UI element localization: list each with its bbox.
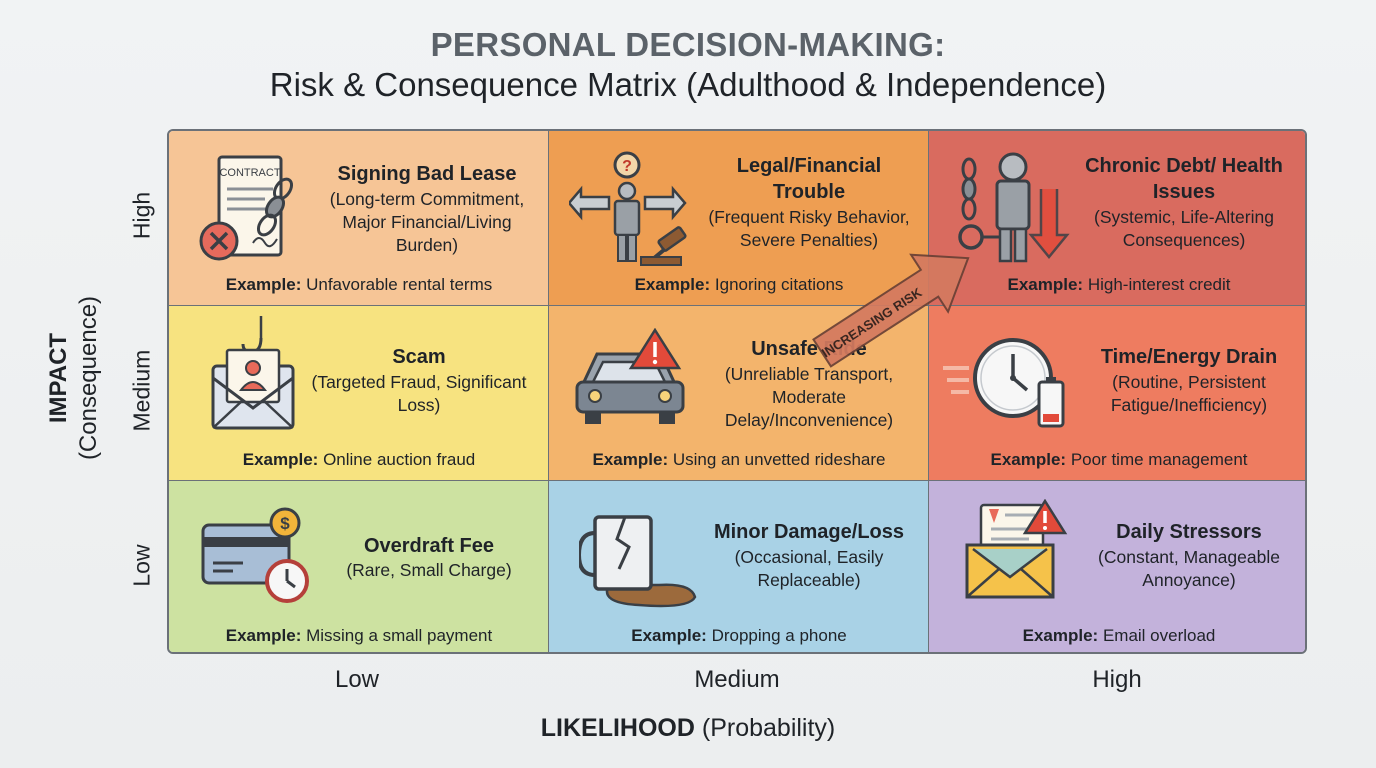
cell-heading: Legal/Financial Trouble [736, 155, 882, 203]
cell-heading: Signing Bad Lease [337, 163, 517, 185]
cell-example: Example: High-interest credit [929, 275, 1305, 295]
example-text: High-interest credit [1087, 275, 1231, 294]
cell-high-impact-high-likelihood: Chronic Debt/ Health Issues (Systemic, L… [929, 131, 1305, 306]
cell-medium-impact-low-likelihood: Scam (Targeted Fraud, Significant Loss) … [169, 306, 549, 481]
example-text: Using an unvetted rideshare [672, 450, 886, 469]
example-text: Unfavorable rental terms [306, 275, 493, 294]
example-text: Poor time management [1070, 450, 1248, 469]
clock-battery-icon [943, 338, 1065, 428]
row-label-low: Low [128, 544, 155, 587]
cell-description: (Unreliable Transport, Moderate Delay/In… [724, 364, 894, 430]
risk-matrix: CONTRACT Signing Bad Lease (Long-term Co… [167, 129, 1307, 654]
cell-description: (Constant, Manageable Annoyance) [1098, 547, 1280, 590]
cell-heading: Time/Energy Drain [1100, 346, 1278, 368]
x-axis-label-bold: LIKELIHOOD [540, 714, 695, 742]
cell-heading: Unsafe Ride [751, 338, 867, 360]
page-subtitle: Risk & Consequence Matrix (Adulthood & I… [269, 66, 1107, 103]
row-label-medium: Medium [128, 349, 155, 432]
x-axis-label-paren: (Probability) [701, 714, 836, 742]
y-axis-label: IMPACT (Consequence) [44, 296, 104, 460]
col-label-high: High [1092, 666, 1142, 693]
cell-example: Example: Dropping a phone [549, 626, 929, 646]
cell-high-impact-medium-likelihood: ? Legal/Financial Trouble (Frequent Risk… [549, 131, 929, 306]
example-text: Online auction fraud [323, 450, 476, 469]
example-text: Ignoring citations [714, 275, 844, 294]
cell-example: Example: Missing a small payment [169, 626, 549, 646]
cell-example: Example: Using an unvetted rideshare [549, 450, 929, 470]
cell-low-impact-medium-likelihood: Minor Damage/Loss (Occasional, Easily Re… [549, 481, 929, 652]
chained-person-icon [958, 152, 1070, 263]
cell-low-impact-low-likelihood: $ Overdraft Fee (Rare, Small Charge) Exa… [169, 481, 549, 652]
example-prefix: Example: [1007, 275, 1084, 294]
example-prefix: Example: [592, 450, 669, 469]
cell-example: Example: Ignoring citations [549, 275, 929, 295]
card-coin-clock-icon: $ [201, 507, 309, 603]
cell-medium-impact-high-likelihood: Time/Energy Drain (Routine, Persistent F… [929, 306, 1305, 481]
col-label-low: Low [334, 666, 380, 693]
cell-description: (Routine, Persistent Fatigue/Inefficienc… [1110, 372, 1268, 415]
cell-example: Example: Unfavorable rental terms [169, 275, 549, 295]
car-warning-icon [575, 328, 685, 424]
cell-heading: Minor Damage/Loss [713, 521, 905, 543]
x-axis-label: LIKELIHOOD (Probability) [0, 714, 1376, 743]
example-prefix: Example: [1022, 626, 1099, 645]
cell-low-impact-high-likelihood: Daily Stressors (Constant, Manageable An… [929, 481, 1305, 652]
contract-label: CONTRACT [219, 167, 280, 179]
example-text: Dropping a phone [711, 626, 847, 645]
example-prefix: Example: [634, 275, 711, 294]
row-label-high: High [128, 191, 155, 240]
example-prefix: Example: [225, 275, 302, 294]
cell-medium-impact-medium-likelihood: Unsafe Ride (Unreliable Transport, Moder… [549, 306, 929, 481]
contract-chain-icon: CONTRACT [199, 155, 294, 261]
page-title: PERSONAL DECISION-MAKING: [430, 26, 946, 63]
phishing-envelope-icon [211, 316, 295, 430]
cell-example: Example: Online auction fraud [169, 450, 549, 470]
cell-example: Example: Email overload [929, 626, 1305, 646]
example-prefix: Example: [242, 450, 319, 469]
cell-heading: Daily Stressors [1116, 521, 1262, 543]
cell-heading: Scam [392, 346, 446, 368]
y-axis-label-bold: IMPACT [45, 332, 72, 424]
example-text: Email overload [1102, 626, 1216, 645]
svg-text:?: ? [622, 158, 632, 175]
example-prefix: Example: [631, 626, 707, 645]
col-label-medium: Medium [694, 666, 780, 693]
cell-heading: Chronic Debt/ Health Issues [1085, 155, 1283, 203]
cell-description: (Systemic, Life-Altering Consequences) [1094, 207, 1274, 250]
cell-description: (Targeted Fraud, Significant Loss) [311, 372, 527, 415]
cracked-mug-icon [579, 515, 697, 608]
cell-description: (Long-term Commitment, Major Financial/L… [329, 189, 525, 255]
inbox-overload-icon [965, 499, 1068, 599]
y-axis-label-paren: (Consequence) [75, 295, 102, 461]
cell-heading: Overdraft Fee [363, 535, 495, 557]
cell-description: (Rare, Small Charge) [346, 560, 512, 580]
example-text: Missing a small payment [306, 626, 493, 645]
crossroads-gavel-icon: ? [569, 151, 687, 266]
cell-example: Example: Poor time management [929, 450, 1305, 470]
cell-description: (Frequent Risky Behavior, Severe Penalti… [708, 207, 910, 250]
cell-description: (Occasional, Easily Replaceable) [734, 547, 884, 590]
cell-high-impact-low-likelihood: CONTRACT Signing Bad Lease (Long-term Co… [169, 131, 549, 306]
example-prefix: Example: [225, 626, 302, 645]
example-prefix: Example: [990, 450, 1067, 469]
coin-dollar-sign: $ [280, 514, 290, 533]
